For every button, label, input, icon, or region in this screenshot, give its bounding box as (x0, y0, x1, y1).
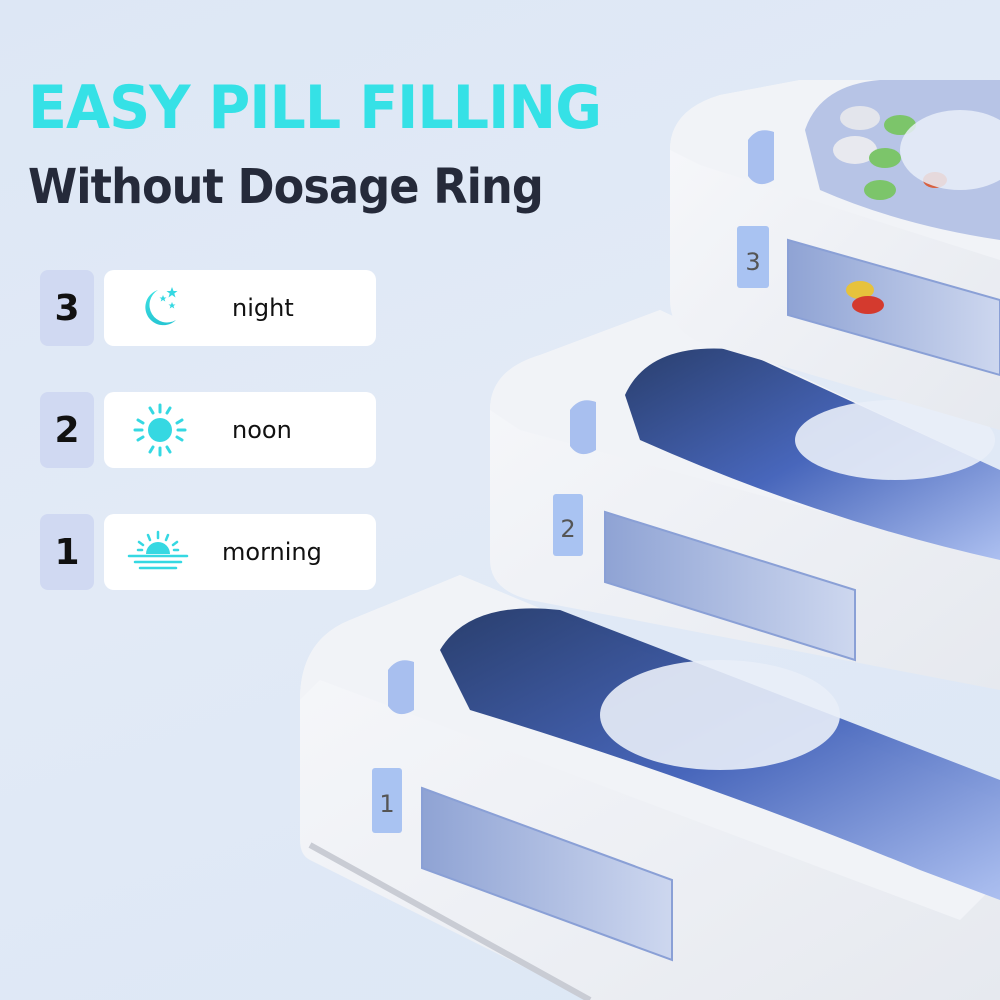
headline-subtitle: Without Dosage Ring (28, 159, 544, 215)
legend-item-night: 3 night (40, 270, 376, 346)
tier-3-tag: 3 (745, 248, 760, 276)
legend-number: 1 (40, 514, 94, 590)
legend-label: morning (222, 538, 322, 566)
legend-label-box: morning (104, 514, 376, 590)
legend-label-box: noon (104, 392, 376, 468)
tier-1: 1 (300, 575, 1000, 1000)
sunrise-icon (126, 524, 190, 580)
pill-organizer-illustration: 1 2 3 (300, 80, 1000, 1000)
tier-2: 2 (490, 310, 1000, 690)
moon-stars-icon (132, 280, 188, 336)
legend-label: night (232, 294, 294, 322)
legend-label-box: night (104, 270, 376, 346)
headline-title: EASY PILL FILLING (28, 73, 602, 143)
legend-item-morning: 1 morning (40, 514, 376, 590)
tier-1-tag: 1 (379, 790, 394, 818)
legend-label: noon (232, 416, 292, 444)
legend-item-noon: 2 noon (40, 392, 376, 468)
legend-number: 3 (40, 270, 94, 346)
tier-3: 3 (670, 80, 1000, 430)
sun-icon (132, 402, 188, 458)
legend-number: 2 (40, 392, 94, 468)
tier-2-tag: 2 (560, 515, 575, 543)
